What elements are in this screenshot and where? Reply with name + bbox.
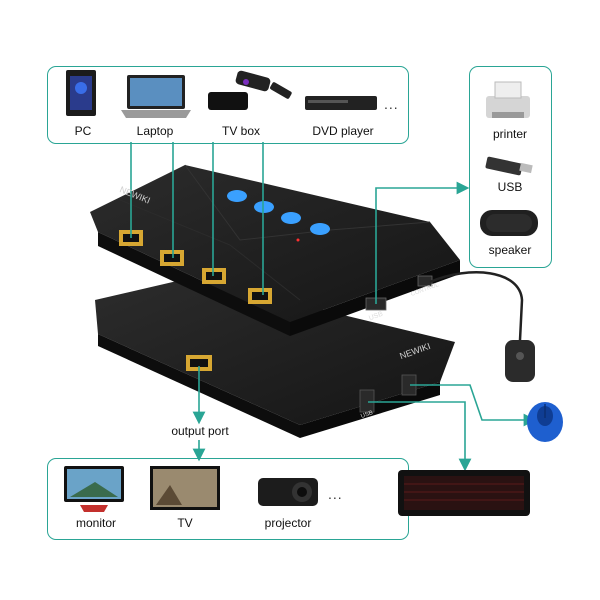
peripheral-label-speaker: speaker	[488, 243, 532, 257]
laptop-icon	[121, 75, 191, 118]
tv-icon	[150, 466, 220, 510]
peripheral-label-usb: USB	[497, 180, 523, 194]
mouse-icon	[527, 402, 563, 442]
kvm-unit-top	[90, 164, 460, 336]
dvd-player-icon	[305, 96, 377, 110]
printer-icon	[486, 81, 530, 118]
output-label-projector: projector	[264, 516, 312, 530]
monitor-icon	[64, 466, 124, 512]
source-label-tv-box: TV box	[221, 124, 260, 138]
usb-stick-icon	[485, 156, 533, 176]
projector-icon	[258, 478, 318, 506]
hdmi-port-4	[248, 288, 272, 304]
source-label-pc: PC	[74, 124, 92, 138]
speaker-icon	[480, 210, 538, 236]
hdmi-port-2	[160, 250, 184, 266]
output-port-label: output port	[171, 424, 229, 438]
peripheral-label-printer: printer	[492, 127, 527, 141]
output-label-tv: TV	[177, 516, 193, 530]
control-switch	[505, 340, 535, 382]
hdmi-port-3	[202, 268, 226, 284]
output-label-monitor: monitor	[75, 516, 116, 530]
sources-more: ...	[384, 96, 399, 112]
source-label-dvd-player: DVD player	[312, 124, 374, 138]
outputs-more: ...	[328, 486, 343, 502]
tv-box-icon	[208, 70, 292, 110]
source-label-laptop: Laptop	[136, 124, 174, 138]
pc-tower-icon	[66, 70, 96, 116]
keyboard-icon	[398, 470, 530, 516]
